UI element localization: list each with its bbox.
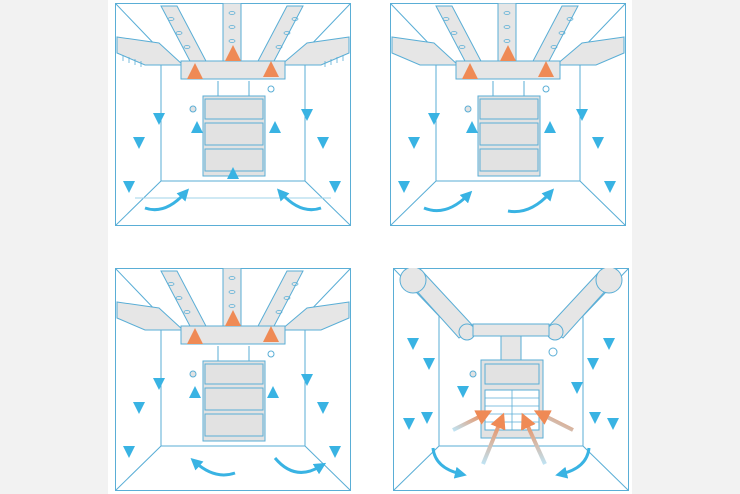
cabinet-unit-icon [202,95,266,177]
room-diagram-4 [393,268,629,491]
air-flow-arrow-icon [123,85,341,212]
air-flow-arrow-icon [123,350,341,477]
cabinet-unit-icon [202,360,266,442]
damper-valve-icon [548,347,558,357]
room-diagram-3 [115,268,351,491]
air-flow-arrow-icon [398,85,616,214]
room-diagram-1 [115,3,351,226]
supply-duct-icon [399,268,623,361]
cabinet-unit-icon [477,95,541,177]
room-diagram-2 [390,3,626,226]
air-flow-arrow-icon [403,308,619,479]
